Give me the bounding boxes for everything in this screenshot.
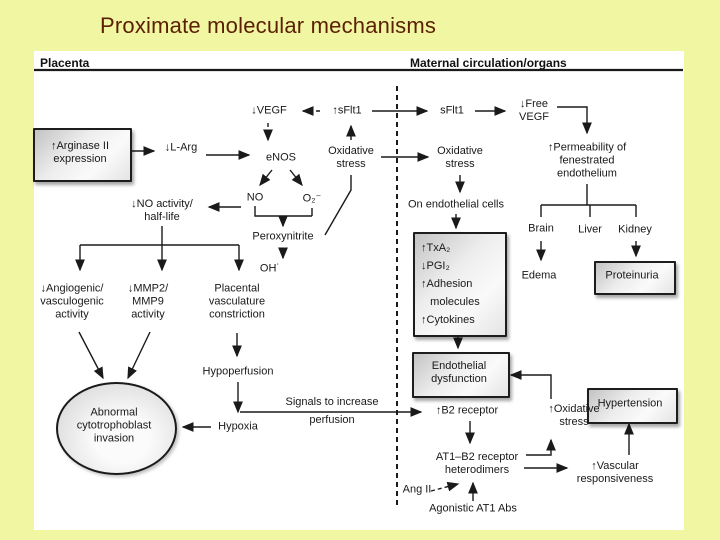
node-angiogenic: ↓Angiogenic/ vasculogenic activity bbox=[40, 282, 104, 321]
node-on-endothelial-cells: On endothelial cells bbox=[407, 198, 505, 211]
section-header-placenta: Placenta bbox=[40, 56, 90, 70]
node-liver: Liver bbox=[578, 223, 602, 236]
node-signals: Signals to increase perfusion bbox=[285, 396, 379, 426]
node-enos: eNOS bbox=[266, 151, 296, 164]
endothelial-dysfunction-box bbox=[412, 352, 510, 398]
node-superoxide: O₂⁻ bbox=[302, 192, 322, 205]
node-ang-ii: Ang II bbox=[402, 483, 432, 496]
node-mmp: ↓MMP2/ MMP9 activity bbox=[127, 282, 169, 321]
node-oxidative-stress-maternal: Oxidative stress bbox=[437, 145, 483, 170]
node-hypoperfusion: Hypoperfusion bbox=[202, 365, 274, 378]
node-brain: Brain bbox=[528, 222, 554, 235]
node-vasculature-constriction: Placental vasculature constriction bbox=[208, 282, 266, 321]
node-sflt1-maternal: sFlt1 bbox=[440, 104, 464, 117]
node-nitric-oxide: NO bbox=[246, 191, 264, 204]
node-hydroxyl-radical: OH˙ bbox=[259, 262, 281, 275]
abnormal-invasion-ellipse bbox=[56, 382, 177, 475]
node-sflt1-placenta: ↑sFlt1 bbox=[332, 104, 362, 117]
node-vascular-responsiveness: ↑Vascular responsiveness bbox=[576, 460, 654, 485]
node-oxidative-stress-placenta: Oxidative stress bbox=[328, 145, 374, 170]
section-header-maternal: Maternal circulation/organs bbox=[410, 56, 567, 70]
endothelial-effects-box bbox=[413, 232, 507, 337]
slide-title: Proximate molecular mechanisms bbox=[100, 13, 437, 38]
node-kidney: Kidney bbox=[618, 223, 652, 236]
node-permeability: ↑Permeability of fenestrated endothelium bbox=[547, 141, 627, 180]
arginase-box bbox=[33, 128, 132, 182]
node-at1-b2-heterodimers: AT1–B2 receptor heterodimers bbox=[435, 451, 519, 476]
node-abnormal-invasion: Abnormal cytotrophoblast invasion bbox=[76, 406, 152, 445]
proteinuria-box bbox=[594, 261, 676, 295]
node-arginase: ↑Arginase II expression bbox=[50, 140, 110, 165]
node-vegf: ↓VEGF bbox=[251, 104, 287, 117]
node-free-vegf: ↓Free VEGF bbox=[519, 98, 549, 123]
node-peroxynitrite: Peroxynitrite bbox=[252, 230, 314, 243]
node-endothelial-dysfunction: Endothelial dysfunction bbox=[431, 360, 487, 385]
node-edema: Edema bbox=[521, 269, 557, 282]
node-hypoxia: Hypoxia bbox=[218, 420, 258, 433]
node-agonistic-at1: Agonistic AT1 Abs bbox=[429, 502, 517, 515]
node-no-activity: ↓NO activity/ half-life bbox=[131, 198, 193, 223]
node-l-arg: ↓L-Arg bbox=[164, 141, 198, 154]
node-hypertension: Hypertension bbox=[597, 397, 663, 410]
node-endothelial-effects: ↑TxA₂ ↓PGI₂ ↑Adhesion molecules ↑Cytokin… bbox=[421, 242, 480, 326]
node-oxidative-stress-vascular: ↑Oxidative stress bbox=[548, 403, 600, 428]
node-proteinuria: Proteinuria bbox=[605, 269, 659, 282]
node-b2-receptor: ↑B2 receptor bbox=[435, 404, 499, 417]
